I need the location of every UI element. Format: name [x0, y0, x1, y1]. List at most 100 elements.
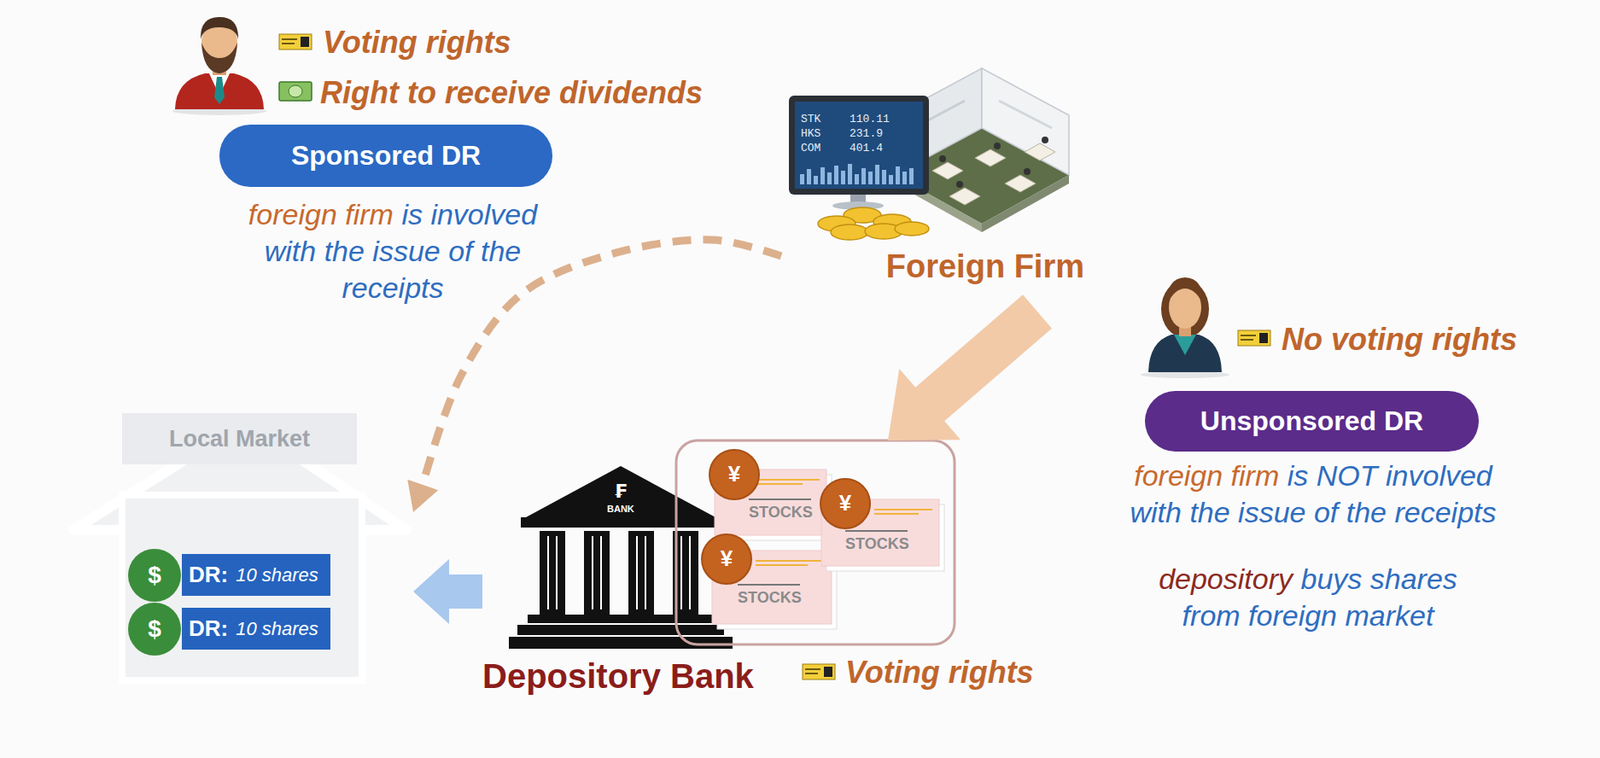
emphasis-text: foreign firm — [1133, 459, 1279, 492]
dollar-badge: $ — [128, 602, 182, 656]
investor-woman-icon-part — [1167, 277, 1203, 304]
dr-box: DR: 10 shares — [181, 607, 331, 650]
monitor-illustration-part-part — [854, 174, 859, 185]
right-label: Right to receive dividends — [320, 75, 703, 111]
stock-sheet-art-part — [748, 498, 812, 501]
stock-sheet-art — [712, 469, 945, 630]
investor-woman-icon-part — [1148, 334, 1222, 373]
bank-icon-part — [628, 531, 655, 615]
stock-sheet-art-part — [737, 583, 800, 586]
monitor-illustration-part-part — [875, 164, 880, 185]
dashed-flow-arrow — [407, 239, 782, 513]
businessman-icon-part — [200, 17, 239, 40]
dashed-flow-arrow — [421, 239, 782, 489]
stocks-holding-box-part — [676, 440, 955, 645]
office-illustration-part — [939, 155, 946, 163]
stock-sheet-art-part — [747, 478, 820, 481]
investor-woman-icon — [1140, 277, 1230, 379]
ticket-icon-part — [281, 38, 298, 41]
businessman-icon — [172, 17, 267, 116]
currency-sign: ₣ — [613, 480, 627, 503]
bank-icon-part — [539, 531, 566, 615]
house-wall — [122, 495, 363, 681]
monitor-illustration-part-part — [902, 171, 907, 185]
ticker-price: 231.9 — [849, 128, 883, 141]
unsponsored-dr-pill: Unsponsored DR — [1144, 391, 1479, 452]
stock-sheet-art-part — [755, 560, 825, 562]
monitor-illustration-part-part — [834, 165, 839, 185]
bank-icon-part-part — [636, 536, 638, 610]
foreign-firm-node: Foreign Firm — [781, 81, 1089, 312]
bank-icon-part-part — [555, 536, 558, 610]
ticket-icon-part — [279, 34, 312, 50]
stock-sheet-art-part — [712, 550, 832, 625]
ticker-price: 110.11 — [849, 113, 890, 127]
monitor-illustration-part-part — [813, 175, 818, 185]
house-roof — [73, 421, 407, 531]
issue-arrow — [413, 559, 483, 625]
investor-woman-icon-part — [1140, 371, 1230, 379]
ticket-icon-part — [300, 36, 310, 47]
businessman-icon-part — [175, 73, 264, 110]
house-outline — [66, 413, 414, 684]
emphasis-text: foreign firm — [248, 198, 394, 231]
monitor-illustration-part — [788, 95, 929, 195]
ticket-icon-part — [1240, 338, 1254, 341]
ticket-icon-part — [802, 664, 836, 680]
description-text: buys shares from foreign market — [1182, 562, 1458, 632]
monitor-illustration-part-part — [800, 174, 805, 185]
monitor-illustration-part-part — [840, 170, 846, 185]
gold-coins — [817, 207, 929, 240]
stock-sheet-art-part — [874, 508, 933, 511]
bank-icon-part-part — [547, 536, 549, 610]
monitor-illustration — [788, 95, 929, 211]
ticket-icon-part — [1259, 332, 1268, 344]
investor-woman-icon-part — [1173, 334, 1197, 356]
bank-icon-part — [525, 466, 716, 518]
description-text: is NOT involved with the issue of the re… — [1129, 459, 1496, 529]
stock-label: STOCKS — [845, 535, 910, 554]
bank-icon-part — [548, 536, 690, 610]
ticker-symbol: STK — [800, 113, 821, 127]
bank-icon-part — [520, 517, 721, 528]
monitor-illustration-part-part — [820, 167, 825, 185]
ticket-icon — [802, 664, 836, 680]
ticket-icon — [279, 34, 312, 50]
dr-tag: DR: — [188, 615, 228, 643]
right-label: Voting rights — [322, 24, 512, 60]
ticket-icon-part — [281, 42, 295, 45]
bank-icon-part — [508, 636, 733, 649]
gold-coins-part — [830, 224, 869, 240]
bank-icon-part — [583, 531, 610, 615]
monitor-illustration-part — [794, 101, 923, 189]
unsponsored-description: foreign firmis NOT involved with the iss… — [1121, 457, 1506, 532]
businessman-icon-part — [214, 76, 225, 105]
monitor-illustration-part-part — [868, 171, 873, 185]
emphasis-text: depository — [1158, 562, 1293, 596]
stock-sheet-art-part — [874, 513, 919, 515]
businessman-icon-part — [201, 42, 238, 74]
depository-bank-node: Depository BankSTOCKSSTOCKSSTOCKS — [482, 440, 955, 696]
ticker-symbol: HKS — [800, 128, 821, 141]
office-illustration-part — [1041, 136, 1049, 144]
stock-sheet: STOCKS — [821, 499, 940, 567]
share-count: 10 shares — [235, 564, 319, 587]
monitor-illustration-part-part — [827, 172, 832, 185]
issue-arrow — [413, 559, 483, 625]
flow-arrow — [887, 294, 1052, 441]
description-text: is involved with the issue of the receip… — [264, 198, 538, 304]
dollar-badge: $ — [128, 548, 182, 602]
ticker-symbol: COM — [800, 142, 821, 156]
monitor-illustration-part-part — [888, 175, 894, 185]
office-illustration-part — [975, 149, 1006, 167]
office-illustration-part — [1023, 168, 1031, 176]
share-count: 10 shares — [235, 618, 319, 641]
office-illustration-part — [993, 142, 1001, 150]
yen-coin: ¥ — [708, 449, 760, 501]
pill-label: Sponsored DR — [291, 140, 481, 172]
stock-label: STOCKS — [737, 589, 802, 608]
